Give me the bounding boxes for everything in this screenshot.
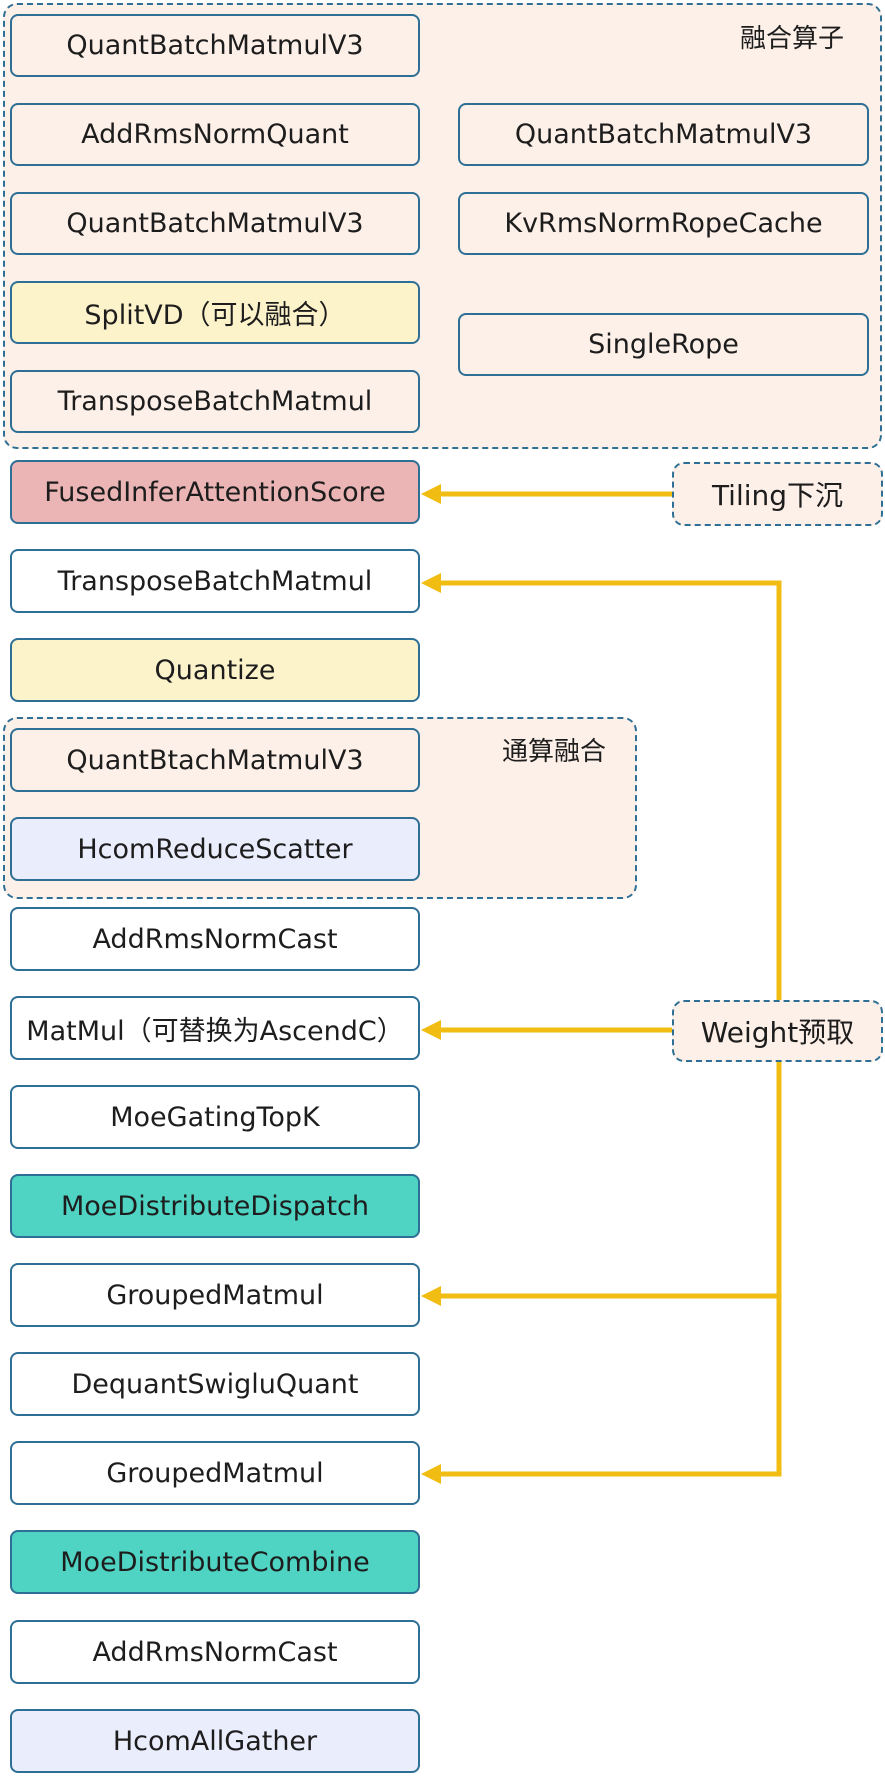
op-matmul[interactable]: MatMul（可替换为AscendC） [10, 996, 420, 1060]
op-add-rms-norm-cast-1[interactable]: AddRmsNormCast [10, 907, 420, 971]
op-quant-btach-matmul-v3[interactable]: QuantBtachMatmulV3 [10, 728, 420, 792]
comm-fusion-group-label: 通算融合 [502, 737, 607, 767]
op-single-rope[interactable]: SingleRope [458, 313, 869, 376]
op-add-rms-norm-quant[interactable]: AddRmsNormQuant [10, 103, 420, 166]
op-quant-batch-matmul-v3-3[interactable]: QuantBatchMatmulV3 [458, 103, 869, 166]
op-split-vd[interactable]: SplitVD（可以融合） [10, 281, 420, 344]
op-moe-distribute-dispatch[interactable]: MoeDistributeDispatch [10, 1174, 420, 1238]
op-add-rms-norm-cast-2[interactable]: AddRmsNormCast [10, 1620, 420, 1684]
callout-tiling-sinking: Tiling下沉 [672, 462, 883, 526]
arrow-weight-to-grouped-matmul-2 [420, 1296, 782, 1484]
op-quantize[interactable]: Quantize [10, 638, 420, 702]
op-quant-batch-matmul-v3-1[interactable]: QuantBatchMatmulV3 [10, 14, 420, 77]
op-hcom-reduce-scatter[interactable]: HcomReduceScatter [10, 817, 420, 881]
op-hcom-all-gather[interactable]: HcomAllGather [10, 1709, 420, 1773]
callout-weight-prefetch: Weight预取 [672, 1000, 883, 1062]
op-grouped-matmul-2[interactable]: GroupedMatmul [10, 1441, 420, 1505]
op-transpose-batch-matmul-2[interactable]: TransposeBatchMatmul [10, 549, 420, 613]
op-quant-batch-matmul-v3-2[interactable]: QuantBatchMatmulV3 [10, 192, 420, 255]
op-dequant-swiglu-quant[interactable]: DequantSwigluQuant [10, 1352, 420, 1416]
op-transpose-batch-matmul-1[interactable]: TransposeBatchMatmul [10, 370, 420, 433]
op-moe-distribute-combine[interactable]: MoeDistributeCombine [10, 1530, 420, 1594]
op-fused-infer-attention-score[interactable]: FusedInferAttentionScore [10, 460, 420, 524]
op-grouped-matmul-1[interactable]: GroupedMatmul [10, 1263, 420, 1327]
fusion-group-label: 融合算子 [740, 24, 845, 54]
weight-trunk-down [420, 1060, 782, 1306]
op-moe-gating-topk[interactable]: MoeGatingTopK [10, 1085, 420, 1149]
op-kv-rms-norm-rope-cache[interactable]: KvRmsNormRopeCache [458, 192, 869, 255]
weight-trunk-up [420, 573, 782, 1000]
